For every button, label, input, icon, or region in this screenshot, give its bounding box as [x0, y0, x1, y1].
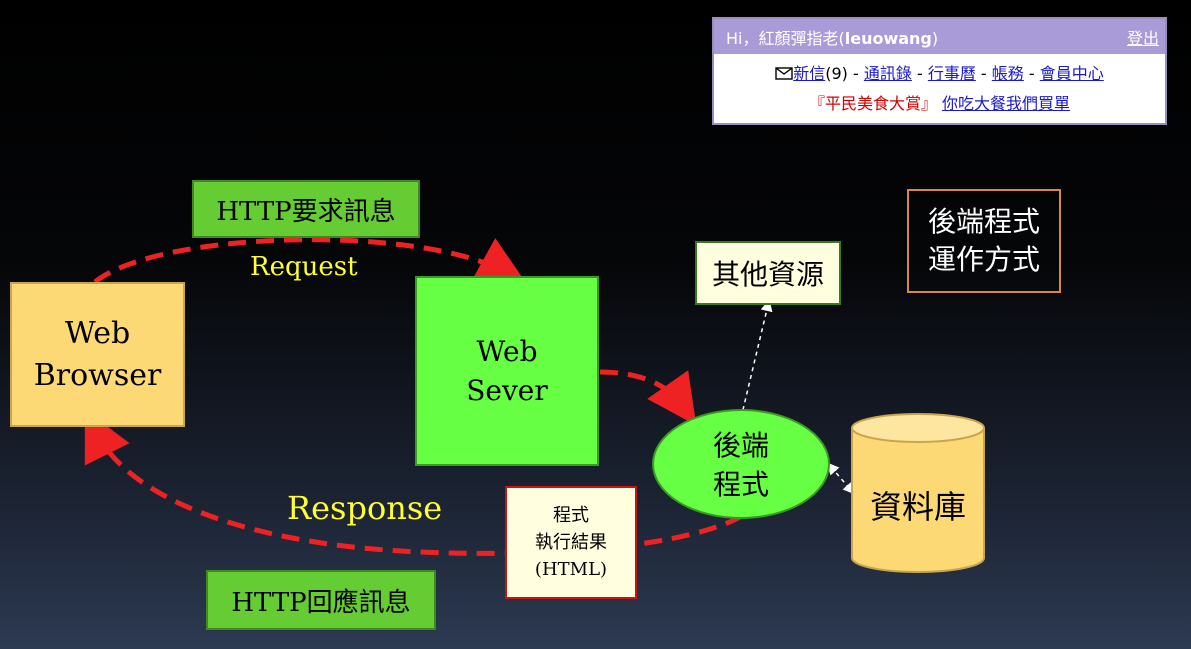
mail-count: (9)	[825, 64, 848, 83]
mail-links-row: 新信(9) - 通訊錄 - 行事曆 - 帳務 - 會員中心	[714, 60, 1165, 84]
greeting: Hi，紅顏彈指老(leuowang)	[726, 28, 939, 48]
diagram-title: 後端程式 運作方式	[907, 189, 1061, 293]
request-arrow	[93, 237, 527, 285]
http-response-label: HTTP回應訊息	[206, 570, 436, 630]
web-server-node: Web Sever	[415, 276, 599, 466]
response-label: Response	[287, 489, 443, 527]
account-panel-header: Hi，紅顏彈指老(leuowang) 登出	[714, 19, 1165, 54]
username: leuowang	[844, 28, 932, 48]
resources-link	[736, 299, 773, 424]
database-cylinder	[851, 413, 985, 573]
new-mail-link[interactable]: 新信	[793, 64, 826, 83]
database-link	[827, 462, 855, 495]
request-label: Request	[250, 252, 358, 282]
envelope-icon	[775, 67, 793, 80]
http-request-label: HTTP要求訊息	[192, 180, 420, 238]
backend-program-node	[652, 409, 830, 519]
other-resources-node: 其他資源	[695, 241, 841, 305]
logout-link[interactable]: 登出	[1126, 28, 1159, 48]
promo-row: 『平民美食大賞』 你吃大餐我們買單	[714, 90, 1165, 114]
account-panel: Hi，紅顏彈指老(leuowang) 登出 新信(9) - 通訊錄 - 行事曆 …	[712, 17, 1167, 125]
backend-program-label: 後端 程式	[712, 428, 769, 501]
billing-link[interactable]: 帳務	[991, 64, 1024, 83]
promo-title: 『平民美食大賞』	[808, 94, 937, 113]
web-browser-node: Web Browser	[10, 282, 185, 427]
program-result-node: 程式 執行結果 (HTML)	[505, 486, 637, 599]
server-to-backend-arrow	[599, 369, 697, 426]
calendar-link[interactable]: 行事曆	[927, 64, 976, 83]
response-arrow	[84, 409, 744, 556]
contacts-link[interactable]: 通訊錄	[863, 64, 912, 83]
member-center-link[interactable]: 會員中心	[1039, 64, 1104, 83]
database-label: 資料庫	[869, 488, 966, 526]
promo-link[interactable]: 你吃大餐我們買單	[942, 94, 1071, 113]
